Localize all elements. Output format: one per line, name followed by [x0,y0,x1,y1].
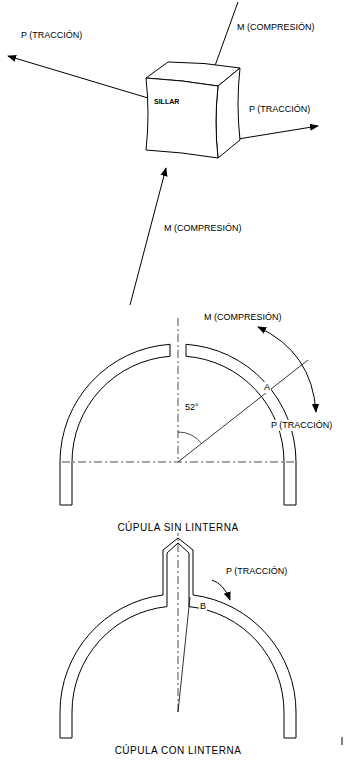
force-label: M (COMPRESIÓN) [163,223,243,234]
block-outline [140,58,245,163]
force-label: M (COMPRESIÓN) [236,22,316,33]
stone-block: SILLAR [140,58,245,163]
dome-without-lantern [60,318,316,505]
force-label: M (COMPRESIÓN) [203,312,283,323]
force-label: 52° [184,402,200,413]
force-label: P (TRACCIÓN) [270,420,333,431]
force-arrows [8,2,318,305]
force-label: B [199,601,207,612]
block-side-face [216,68,240,158]
block-label: SILLAR [154,98,179,105]
margin-mark [342,737,343,745]
force-label: A [263,382,271,393]
dome-with-lantern [60,528,296,738]
figure-caption: CÚPULA SIN LINTERNA [116,522,239,533]
force-label: P (TRACCIÓN) [20,30,83,41]
block-front-face [146,78,218,158]
force-label: P (TRACCIÓN) [225,566,288,577]
figure-caption: CÚPULA CON LINTERNA [114,745,243,756]
force-label: P (TRACCIÓN) [248,104,311,115]
